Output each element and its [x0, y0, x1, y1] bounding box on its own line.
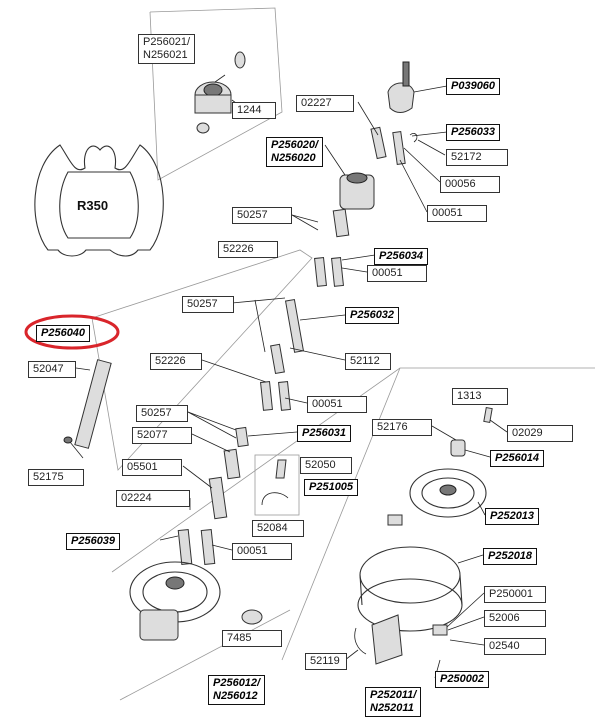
top-left-assembly: [194, 51, 246, 134]
label-p250002: P250002: [435, 671, 490, 688]
label-p252013: P252013: [485, 508, 540, 525]
profile-name: R350: [77, 198, 109, 213]
label-52176: 52176: [372, 419, 432, 436]
left-tube-part: [63, 359, 112, 449]
r350-profile-shape: [34, 144, 164, 257]
central-column: [177, 172, 375, 565]
label-52047: 52047: [28, 361, 76, 378]
label-52050: 52050: [300, 457, 352, 474]
label-p256039: P256039: [66, 533, 121, 550]
label-52077: 52077: [132, 427, 192, 444]
label-00056: 00056: [440, 176, 500, 193]
clip-assembly: [254, 454, 300, 516]
label-00051-a: 00051: [427, 205, 487, 222]
label-50257-c: 50257: [136, 405, 188, 422]
label-00051-d: 00051: [232, 543, 292, 560]
label-p256034: P256034: [374, 248, 429, 265]
label-05501: 05501: [122, 459, 182, 476]
label-p256040[interactable]: P256040: [36, 325, 91, 342]
label-1313: 1313: [452, 388, 508, 405]
label-52172: 52172: [446, 149, 508, 166]
label-p256033: P256033: [446, 124, 501, 141]
label-52226-a: 52226: [218, 241, 278, 258]
label-7485: 7485: [222, 630, 282, 647]
label-p256031: P256031: [297, 425, 352, 442]
label-p256012: P256012/ N256012: [208, 675, 266, 705]
label-1244: 1244: [232, 102, 276, 119]
label-02227: 02227: [296, 95, 354, 112]
label-50257-a: 50257: [232, 207, 292, 224]
label-p252018: P252018: [483, 548, 538, 565]
highlight-circle: [24, 314, 120, 350]
bottom-right-cage: [354, 514, 463, 665]
label-52112: 52112: [345, 353, 391, 370]
bottom-left-reel: [129, 561, 263, 641]
label-00051-c: 00051: [307, 396, 367, 413]
label-p039060: P039060: [446, 78, 501, 95]
label-02224: 02224: [116, 490, 190, 507]
label-52226-b: 52226: [150, 353, 202, 370]
label-52006: 52006: [484, 610, 546, 627]
label-p256020: P256020/ N256020: [266, 137, 324, 167]
label-p252011: P252011/ N252011: [365, 687, 422, 717]
top-right-knob: [370, 61, 418, 165]
label-p256021: P256021/ N256021: [138, 34, 196, 64]
label-02540: 02540: [484, 638, 546, 655]
label-50257-b: 50257: [182, 296, 234, 313]
label-p250001: P250001: [484, 586, 546, 603]
label-p256014: P256014: [490, 450, 545, 467]
label-p256032: P256032: [345, 307, 400, 324]
label-52175: 52175: [28, 469, 84, 486]
section-frames: [91, 7, 595, 701]
label-00051-b: 00051: [367, 265, 427, 282]
label-52119: 52119: [305, 653, 347, 670]
right-wheel: [409, 407, 493, 518]
label-52084: 52084: [252, 520, 304, 537]
label-p251005: P251005: [304, 479, 359, 496]
label-02029: 02029: [507, 425, 573, 442]
